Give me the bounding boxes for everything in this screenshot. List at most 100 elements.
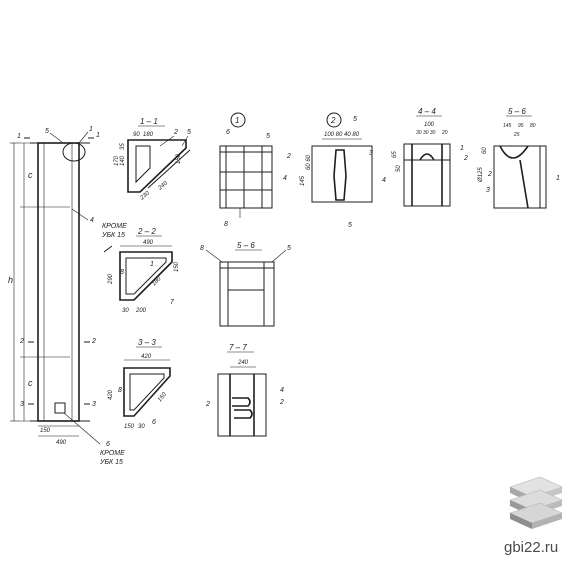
section-frame [217, 373, 267, 437]
section-outline [123, 367, 171, 417]
callout: 6 [226, 129, 230, 136]
leader [159, 135, 175, 147]
dim: 290 [108, 273, 114, 285]
section-2-2: 2 – 2 490 8 1 290 150 30 200 180 7 [103, 227, 180, 314]
dim: Ø125 [478, 167, 484, 183]
callout: 2 [205, 401, 210, 408]
section-outline [127, 139, 187, 193]
section-frame [493, 145, 547, 209]
note-bottom-1: КРОМЕ [100, 450, 125, 457]
callout: 8 [120, 269, 124, 276]
note-bottom-2: УБК 15 [99, 459, 123, 466]
leader [271, 249, 287, 263]
section-1-1: 1 – 1 90 180 2 5 170 140 35 230 240 150 [114, 117, 191, 202]
curved-bar [499, 145, 529, 159]
dim-h: h [8, 275, 13, 285]
section-frame [403, 143, 451, 207]
dim: 180 [151, 276, 163, 288]
section-4-4: 4 – 4 100 30 30 30 20 1 2 65 50 [392, 107, 468, 207]
diagonal-face [139, 147, 187, 193]
dim: 180 [143, 132, 154, 138]
diagonal-offset [147, 149, 191, 189]
hook [419, 153, 435, 161]
node-2: 2 5 100 80 40 80 3 4 5 145 60 60 [300, 112, 386, 229]
leader [181, 135, 189, 147]
marker-2-left: 2 [19, 338, 24, 345]
dim: 65 [392, 151, 398, 158]
dim: 150 [174, 261, 180, 272]
dim: 90 [133, 132, 140, 138]
callout: 5 [287, 245, 291, 252]
callout: 5 [187, 129, 191, 136]
section-inner [125, 257, 167, 295]
node-circle [230, 112, 246, 128]
dim: 80 [530, 123, 536, 129]
dim: 200 [135, 308, 147, 314]
dim: 140 [120, 155, 126, 166]
dim: 30 [122, 308, 129, 314]
base-plate [54, 402, 66, 414]
dim: 240 [237, 360, 249, 366]
callout: 1 [150, 261, 154, 268]
dim: 150 [157, 391, 168, 403]
dim: 240 [157, 180, 170, 192]
section-5-6-middle: 5 – 6 8 5 [200, 241, 291, 327]
watermark: gbi22.ru [504, 476, 563, 556]
callout: 4 [283, 175, 287, 182]
callout: 2 [279, 399, 284, 406]
dim-c-top: c [28, 170, 33, 180]
diagonal-bar [135, 267, 167, 299]
dim: 145 [300, 175, 306, 186]
section-3-3: 3 – 3 420 8 420 6 150 30 150 [108, 338, 171, 430]
marker-3-left: 3 [20, 401, 24, 408]
section-7-7: 7 – 7 240 4 2 2 [205, 343, 284, 437]
section-title: 4 – 4 [418, 107, 436, 116]
callout: 5 [266, 133, 270, 140]
callout: 1 [460, 145, 464, 152]
leader-5 [49, 132, 63, 143]
callout: 3 [369, 150, 373, 157]
dim: 490 [143, 240, 154, 246]
dim: 50 [396, 165, 402, 172]
dim: 100 80 40 80 [324, 132, 360, 138]
section-title: 2 – 2 [137, 227, 156, 236]
leader-1 [78, 131, 89, 144]
callout: 3 [486, 187, 490, 194]
marker-3-right: 3 [92, 401, 96, 408]
loop-bar [232, 397, 251, 407]
dim-c-bottom: c [28, 378, 33, 388]
callout: 2 [463, 155, 468, 162]
dim: 25 [513, 132, 520, 138]
section-title: 5 – 6 [508, 107, 526, 116]
dim: 420 [108, 389, 114, 400]
callout: 8 [200, 245, 204, 252]
watermark-text: gbi22.ru [504, 539, 558, 556]
section-5-6-right: 5 – 6 145 95 80 25 1 2 3 60 Ø125 [478, 107, 560, 209]
dim: 150 [124, 424, 135, 430]
leader-6 [63, 412, 101, 445]
dim-150: 150 [40, 428, 51, 434]
node-title: 2 [330, 116, 336, 125]
callout: 5 [353, 116, 357, 123]
dim: 420 [141, 354, 152, 360]
dim: 100 [424, 122, 435, 128]
callout: 2 [173, 129, 178, 136]
section-arrow [103, 245, 113, 253]
section-frame [219, 261, 275, 327]
leader-4 [71, 208, 89, 221]
rebar [519, 159, 529, 209]
node-circle [326, 112, 342, 128]
callout: 2 [487, 171, 492, 178]
dim: 170 [114, 155, 120, 166]
column-elevation: c h c 1 1 2 2 3 3 5 1 4 КРОМЕ УБК 15 150… [8, 126, 127, 466]
marker-1-right: 1 [96, 132, 100, 139]
leader [205, 249, 223, 263]
dim: 20 [441, 130, 448, 136]
section-title: 1 – 1 [140, 117, 158, 126]
dim: 95 [518, 123, 524, 129]
dim: 60 60 [306, 154, 312, 170]
marker-1-left: 1 [17, 133, 21, 140]
dim: 145 [503, 123, 512, 129]
